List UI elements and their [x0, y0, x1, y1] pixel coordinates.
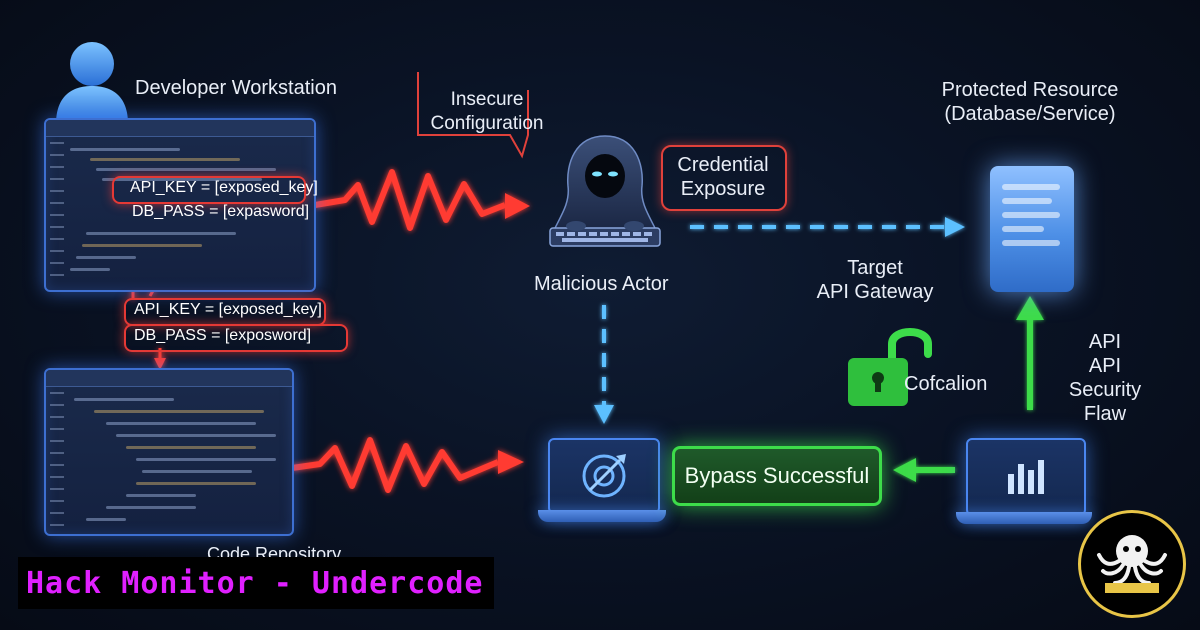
- credential-exposure-callout: [661, 145, 787, 211]
- green-arrow-left-to-bypass: [893, 458, 955, 482]
- leaked-db-pass-box: [124, 324, 348, 352]
- gateway-laptop-icon: [966, 438, 1086, 516]
- repository-code-window: [44, 368, 294, 536]
- gateway-laptop-base: [956, 512, 1092, 524]
- workstation-db-pass-line: DB_PASS = [expasword]: [132, 203, 310, 220]
- chart-icon: [1008, 460, 1044, 494]
- unlocked-padlock-icon: [842, 318, 942, 410]
- leaked-db-pass-text: DB_PASS = [exposword]: [134, 327, 312, 344]
- green-arrow-up-to-resource: [1016, 296, 1044, 410]
- server-icon: [990, 166, 1074, 292]
- protected-resource-label: Protected Resource (Database/Service): [941, 79, 1119, 125]
- insecure-callout-frame: [417, 72, 529, 159]
- cofcalion-label: Cofcalion: [904, 373, 988, 395]
- exposure-zigzag-arrow-bottom: [291, 437, 524, 493]
- leaked-api-key-text: API_KEY = [exposed_key]: [134, 301, 322, 318]
- malicious-actor-label: Malicious Actor: [534, 273, 669, 295]
- target-symbol-icon: [582, 454, 626, 498]
- target-api-gateway-label: Target API Gateway: [816, 257, 934, 303]
- developer-workstation-label: Developer Workstation: [135, 77, 337, 99]
- api-key-highlight-box: [112, 176, 306, 204]
- exposure-zigzag-arrow-top: [314, 169, 530, 231]
- dashed-arrow-to-laptop: [594, 305, 614, 424]
- user-icon: [52, 38, 132, 124]
- api-security-flaw-label: API API Security Flaw: [1068, 331, 1142, 425]
- workstation-api-key-line: API_KEY = [exposed_key]: [130, 179, 318, 196]
- insecure-configuration-label: Insecure Configuration: [430, 89, 544, 134]
- hack-monitor-banner: Hack Monitor - Undercode: [18, 557, 494, 609]
- banner-text: Hack Monitor - Undercode: [26, 565, 484, 601]
- laptop-base: [538, 510, 666, 522]
- credential-exposure-label: Credential Exposure: [677, 154, 769, 200]
- laptop-icon: [548, 438, 660, 514]
- bypass-successful-badge: Bypass Successful: [672, 446, 882, 506]
- workstation-code-window: [44, 118, 316, 292]
- octopus-logo: [1078, 510, 1186, 618]
- dashed-arrow-to-resource: [690, 217, 965, 237]
- hacker-icon: [540, 130, 670, 260]
